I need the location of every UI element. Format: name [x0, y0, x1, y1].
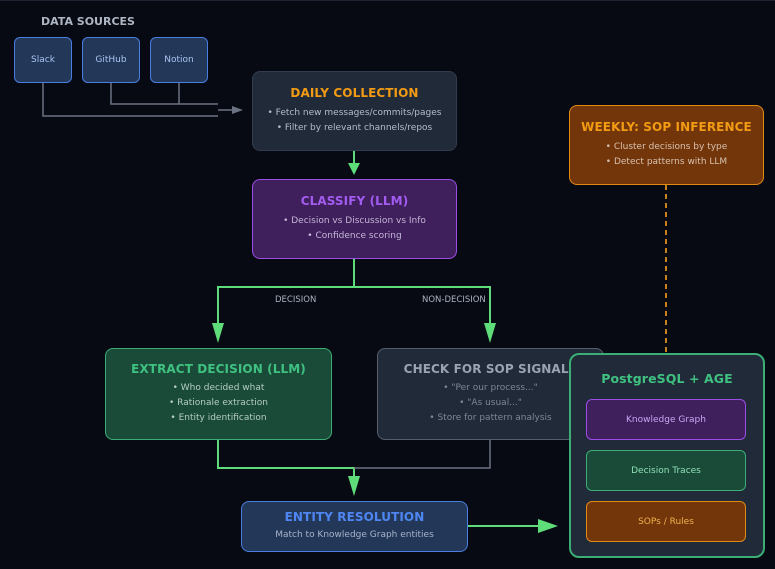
decision-arrowhead: [212, 323, 224, 343]
check-sop-signals-node[interactable]: CHECK FOR SOP SIGNALS • "Per our process…: [377, 348, 604, 440]
classify-branch-line: [217, 258, 491, 330]
extract-bullet: • Rationale extraction: [168, 398, 269, 408]
classify-title: CLASSIFY (LLM): [300, 194, 409, 208]
daily-to-classify-arrowhead: [348, 163, 360, 175]
non-decision-arrowhead: [484, 323, 496, 343]
store-sops-rules[interactable]: SOPs / Rules: [586, 501, 746, 542]
store-knowledge-graph-label: Knowledge Graph: [626, 414, 706, 425]
extract-bullet: • Who decided what: [172, 383, 265, 393]
daily-collection-title: DAILY COLLECTION: [290, 86, 419, 100]
extract-title: EXTRACT DECISION (LLM): [131, 362, 306, 376]
non-decision-edge-label: NON-DECISION: [422, 295, 486, 305]
store-decision-traces-label: Decision Traces: [631, 465, 701, 476]
source-notion-label: Notion: [164, 55, 194, 65]
sop-signals-bullet: • "Per our process...": [443, 383, 538, 393]
sources-to-daily-arrowhead: [232, 106, 243, 114]
sop-signals-title: CHECK FOR SOP SIGNALS: [403, 362, 578, 376]
source-notion[interactable]: Notion: [150, 37, 208, 83]
weekly-sop-inference-node[interactable]: WEEKLY: SOP INFERENCE • Cluster decision…: [569, 105, 764, 185]
decision-edge-label: DECISION: [275, 295, 317, 305]
source-slack-label: Slack: [31, 55, 55, 65]
daily-collection-bullet: • Fetch new messages/commits/pages: [267, 108, 442, 118]
classify-bullet: • Decision vs Discussion vs Info: [283, 216, 426, 226]
entity-resolution-node[interactable]: ENTITY RESOLUTION Match to Knowledge Gra…: [241, 501, 468, 552]
store-knowledge-graph[interactable]: Knowledge Graph: [586, 399, 746, 440]
sop-to-entity-line: [354, 440, 491, 469]
to-entity-arrowhead: [348, 476, 360, 496]
weekly-bullet: • Detect patterns with LLM: [605, 157, 728, 167]
sop-signals-bullet: • Store for pattern analysis: [429, 413, 552, 423]
classify-node[interactable]: CLASSIFY (LLM) • Decision vs Discussion …: [252, 179, 457, 259]
entity-subtitle: Match to Knowledge Graph entities: [275, 530, 434, 540]
extract-decision-node[interactable]: EXTRACT DECISION (LLM) • Who decided wha…: [105, 348, 332, 440]
classify-bullet: • Confidence scoring: [307, 231, 402, 241]
store-decision-traces[interactable]: Decision Traces: [586, 450, 746, 491]
data-sources-label: DATA SOURCES: [41, 15, 135, 28]
weekly-title: WEEKLY: SOP INFERENCE: [581, 120, 752, 134]
sop-signals-bullet: • "As usual...": [459, 398, 522, 408]
daily-collection-node[interactable]: DAILY COLLECTION • Fetch new messages/co…: [252, 71, 457, 151]
slack-connector: [42, 82, 218, 117]
source-github-label: GitHub: [95, 55, 127, 65]
database-title: PostgreSQL + AGE: [601, 371, 733, 386]
source-github[interactable]: GitHub: [82, 37, 140, 83]
entity-title: ENTITY RESOLUTION: [284, 510, 425, 524]
weekly-bullet: • Cluster decisions by type: [605, 142, 728, 152]
entity-to-database-arrowhead: [538, 519, 558, 533]
store-sops-rules-label: SOPs / Rules: [638, 516, 694, 527]
github-connector: [110, 82, 218, 105]
source-slack[interactable]: Slack: [14, 37, 72, 83]
daily-collection-bullet: • Filter by relevant channels/repos: [276, 123, 433, 133]
extract-to-entity-line: [217, 440, 355, 482]
extract-bullet: • Entity identification: [170, 413, 267, 423]
